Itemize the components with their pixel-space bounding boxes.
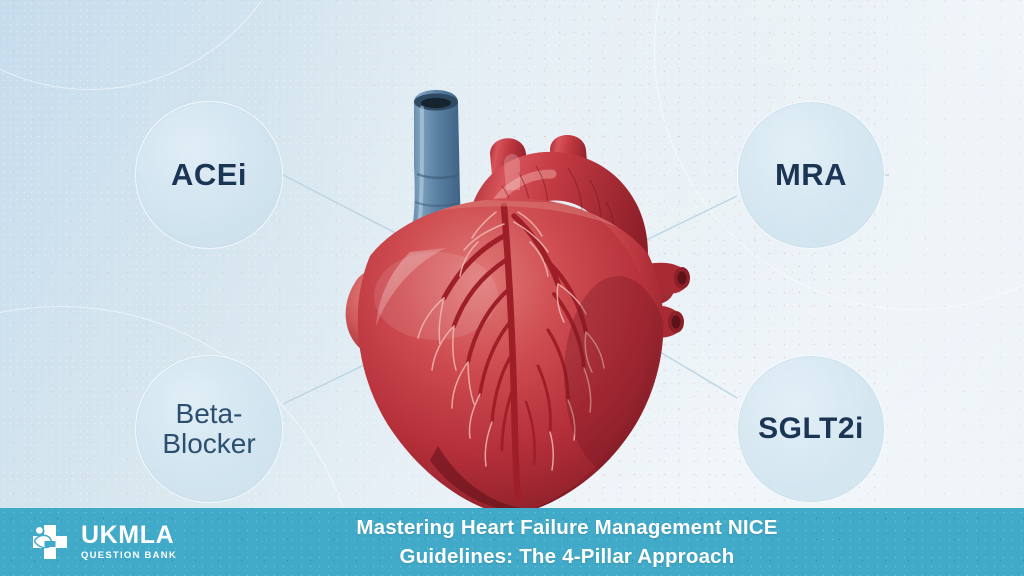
decorative-arc — [0, 0, 300, 90]
ukmla-logo[interactable]: UKMLA QUESTION BANK — [28, 520, 177, 564]
pillar-beta-blocker[interactable]: Beta-Blocker — [135, 355, 283, 503]
bottom-banner: UKMLA QUESTION BANK Mastering Heart Fail… — [0, 508, 1024, 576]
pillar-acei[interactable]: ACEi — [135, 101, 283, 249]
banner-title-line2: Guidelines: The 4-Pillar Approach — [399, 545, 735, 568]
pillar-acei-label: ACEi — [170, 157, 248, 193]
banner-title: Mastering Heart Failure Management NICE … — [0, 513, 1024, 571]
pillar-mra-label: MRA — [774, 157, 848, 193]
medical-cross-person-icon — [28, 520, 72, 564]
pillar-sglt2i[interactable]: SGLT2i — [737, 355, 885, 503]
logo-primary-text: UKMLA — [81, 521, 175, 550]
ventricles — [357, 197, 664, 516]
pillar-sglt2i-label: SGLT2i — [758, 411, 864, 445]
pillar-beta-blocker-label: Beta-Blocker — [162, 397, 256, 459]
logo-secondary-text: QUESTION BANK — [81, 550, 177, 562]
heart-illustration — [345, 90, 690, 516]
pillar-mra[interactable]: MRA — [737, 101, 885, 249]
banner-title-line1: Mastering Heart Failure Management NICE — [356, 515, 778, 539]
